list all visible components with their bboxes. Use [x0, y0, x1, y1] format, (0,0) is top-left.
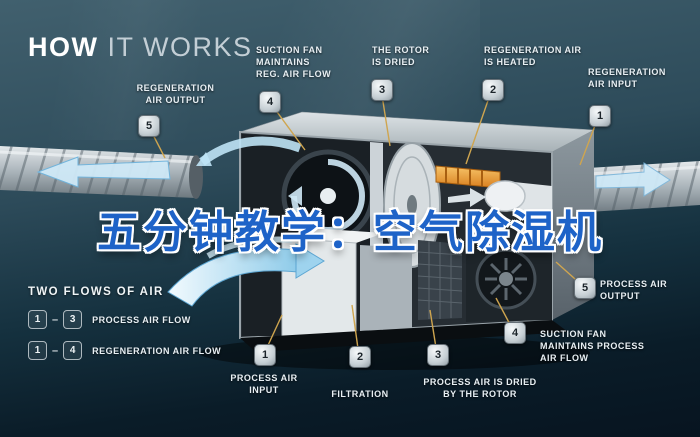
callout-label-process-air-dried: PROCESS AIR IS DRIED BY THE ROTOR: [423, 377, 537, 400]
legend-badge-to: 3: [63, 310, 83, 329]
legend-badge-from: 1: [28, 310, 47, 329]
inlet-duct-connector: [484, 180, 552, 212]
dehumidifier-unit: [239, 111, 596, 352]
callout-badge: 3: [371, 79, 393, 101]
callout-label-rotor-dried: THE ROTOR IS DRIED: [372, 45, 430, 68]
callout-badge: 5: [138, 115, 160, 137]
legend-separator: –: [52, 313, 59, 326]
callout-label-regeneration-air-output: REGENERATION AIR OUTPUT: [136, 83, 215, 106]
rotor-flow-arrow: [448, 188, 486, 207]
page-title: HOW IT WORKS: [28, 32, 253, 63]
callout-label-process-air-input: PROCESS AIR INPUT: [230, 373, 298, 396]
callout-label-suction-fan-reg: SUCTION FAN MAINTAINS REG. AIR FLOW: [256, 45, 332, 80]
legend-two-flows: TWO FLOWS OF AIR 1 – 3 PROCESS AIR FLOW …: [28, 286, 221, 360]
callout-label-regeneration-air-heated: REGENERATION AIR IS HEATED: [484, 45, 582, 68]
callout-badge: 1: [589, 105, 611, 127]
filter-panel: [417, 240, 463, 320]
unit-base: [240, 320, 568, 352]
process-suction-fan: [466, 238, 552, 322]
legend-badge-to: 4: [63, 341, 83, 360]
legend-badge-from: 1: [28, 341, 47, 360]
legend-row-process-air: 1 – 3 PROCESS AIR FLOW: [28, 310, 221, 329]
title-bold: HOW: [28, 32, 99, 63]
regen-output-flow-arrow: [36, 156, 171, 188]
legend-row-regeneration-air: 1 – 4 REGENERATION AIR FLOW: [28, 341, 221, 360]
callout-badge: 5: [574, 277, 596, 299]
callout-label-filtration: FILTRATION: [331, 389, 389, 399]
overlay-caption: 五分钟教学：空气除湿机: [97, 208, 603, 257]
legend-separator: –: [52, 344, 59, 357]
callout-badge: 2: [349, 346, 371, 368]
callout-badge: 4: [259, 91, 281, 113]
callout-label-process-air-output: PROCESS AIR OUTPUT: [600, 279, 668, 302]
callout-badge: 4: [504, 322, 526, 344]
fan-to-duct-flow-arrow: [199, 136, 302, 166]
regeneration-fan: [281, 149, 375, 243]
callout-badge: 1: [254, 344, 276, 366]
legend-label-process-air-flow: PROCESS AIR FLOW: [92, 314, 191, 325]
airflow-arrows: [36, 136, 671, 307]
unit-side-panel: [552, 130, 594, 320]
callout-badge: 3: [427, 344, 449, 366]
callout-label-regeneration-air-input: REGENERATION AIR INPUT: [588, 67, 666, 90]
legend-label-regeneration-air-flow: REGENERATION AIR FLOW: [92, 345, 222, 356]
callout-label-suction-fan-process: SUCTION FAN MAINTAINS PROCESS AIR FLOW: [540, 329, 645, 364]
process-output-flow-arrow: [595, 162, 671, 197]
title-light: IT WORKS: [107, 32, 253, 63]
callout-badge: 2: [482, 79, 504, 101]
legend-title: TWO FLOWS OF AIR: [28, 286, 164, 298]
heater-element: [435, 165, 501, 189]
